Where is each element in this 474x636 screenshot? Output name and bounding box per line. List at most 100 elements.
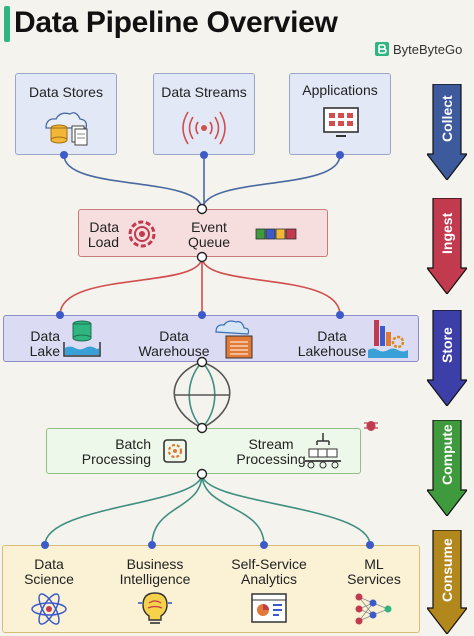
self-service-analytics-label: Self-Service Analytics	[223, 557, 315, 587]
stage-consume-arrow	[427, 530, 467, 634]
brand-logo: ByteByteGo	[374, 40, 462, 58]
event-queue-line-1: Event	[191, 219, 227, 235]
connector-compute-science	[44, 473, 203, 546]
connector-ingest-lakehouse	[201, 256, 341, 316]
data-science-line-2: Science	[24, 571, 74, 587]
bug-icon	[364, 421, 378, 431]
connector-apps-ingest	[201, 154, 341, 210]
bi-line-2: Intelligence	[119, 571, 191, 587]
data-lake-label: Data Lake	[6, 329, 60, 359]
data-warehouse-line-1: Data	[159, 328, 189, 344]
app-window-icon	[323, 107, 359, 137]
stage-collect: Collect	[427, 84, 467, 180]
port-apps-out	[336, 151, 344, 159]
source-label-data-stores: Data Stores	[29, 84, 103, 100]
stage-collect-label: Collect	[439, 95, 455, 143]
port-streams-out	[200, 151, 208, 159]
ml-line-1: ML	[364, 556, 384, 572]
data-science-line-1: Data	[34, 556, 64, 572]
stage-consume: Consume	[427, 530, 467, 634]
port-science-in	[41, 541, 49, 549]
hub-compute-bottom	[196, 468, 208, 480]
dashboard-icon	[251, 593, 287, 623]
event-queue-label: Event Queue	[179, 220, 239, 250]
data-lakehouse-line-1: Data	[317, 328, 347, 344]
stream-line-1: Stream	[248, 436, 294, 452]
stream-line-2: Processing	[236, 451, 306, 467]
data-warehouse-line-2: Warehouse	[138, 343, 210, 359]
stage-compute: Compute	[427, 420, 467, 516]
data-load-line-2: Load	[87, 234, 119, 250]
ingest-box: Data Load Event Queue	[78, 209, 328, 257]
connector-store-compute-right	[201, 361, 231, 429]
stage-collect-arrow	[427, 84, 467, 180]
data-lakehouse-label: Data Lakehouse	[296, 329, 368, 359]
ml-services-label: ML Services	[339, 557, 409, 587]
warehouse-icon	[215, 320, 253, 359]
port-stores-out	[60, 151, 68, 159]
title-accent-bar	[4, 6, 10, 42]
port-warehouse-in	[198, 311, 206, 319]
connector-store-compute-left	[173, 361, 203, 429]
connector-stores-ingest	[63, 154, 203, 210]
store-box: Data Lake Data Warehouse Data Lakehouse	[3, 315, 419, 362]
data-lake-icon	[63, 320, 101, 357]
port-analytics-in	[260, 541, 268, 549]
hub-store-bottom	[196, 356, 208, 368]
hub-compute-top	[196, 422, 208, 434]
signal-waves-icon	[182, 111, 226, 145]
stage-store-arrow	[427, 310, 467, 406]
source-applications: Applications	[289, 73, 391, 155]
data-lakehouse-line-2: Lakehouse	[297, 343, 367, 359]
source-label-applications: Applications	[302, 82, 378, 98]
page-title: Data Pipeline Overview	[14, 6, 338, 39]
data-lake-line-2: Lake	[29, 343, 60, 359]
batch-processing-label: Batch Processing	[53, 437, 151, 467]
business-intelligence-label: Business Intelligence	[109, 557, 201, 587]
data-science-label: Data Science	[7, 557, 91, 587]
port-lakehouse-in	[336, 311, 344, 319]
stream-processing-label: Stream Processing	[231, 437, 311, 467]
stream-pipeline-icon	[305, 433, 341, 469]
database-files-icon	[45, 112, 88, 146]
neural-network-icon	[355, 593, 392, 625]
bi-line-1: Business	[126, 556, 184, 572]
analytics-line-1: Self-Service	[231, 556, 307, 572]
source-data-stores: Data Stores	[15, 73, 117, 155]
connector-ingest-lake	[59, 256, 203, 316]
lakehouse-icon	[368, 320, 408, 358]
port-ml-in	[366, 541, 374, 549]
connector-compute-bi	[151, 473, 203, 546]
data-lake-line-1: Data	[30, 328, 60, 344]
bytebytego-logo-icon	[375, 42, 389, 56]
source-label-data-streams: Data Streams	[161, 84, 247, 100]
data-warehouse-label: Data Warehouse	[136, 329, 212, 359]
stage-ingest-label: Ingest	[439, 212, 455, 254]
queue-blocks-icon	[255, 228, 297, 240]
stage-ingest: Ingest	[427, 198, 467, 294]
source-data-streams: Data Streams	[153, 73, 255, 155]
data-load-label: Data Load	[81, 220, 119, 250]
connector-compute-analytics	[201, 473, 265, 546]
stage-ingest-arrow	[427, 198, 467, 294]
stage-store-label: Store	[439, 327, 455, 363]
stage-compute-arrow	[427, 420, 467, 516]
lightbulb-brain-icon	[138, 592, 172, 624]
ml-line-2: Services	[347, 571, 401, 587]
data-load-line-1: Data	[89, 219, 119, 235]
batch-line-2: Processing	[81, 451, 151, 467]
hub-ingest-top	[196, 203, 208, 215]
atom-icon	[31, 593, 67, 625]
batch-line-1: Batch	[115, 436, 151, 452]
batch-process-icon	[163, 439, 187, 463]
connector-compute-ml	[201, 473, 371, 546]
consume-box: Data Science Business Intelligence Self-…	[2, 545, 420, 633]
hub-ingest-bottom	[196, 251, 208, 263]
brand-name: ByteByteGo	[393, 41, 463, 57]
gear-icon	[128, 220, 156, 248]
stage-compute-label: Compute	[439, 424, 455, 486]
analytics-line-2: Analytics	[240, 571, 298, 587]
